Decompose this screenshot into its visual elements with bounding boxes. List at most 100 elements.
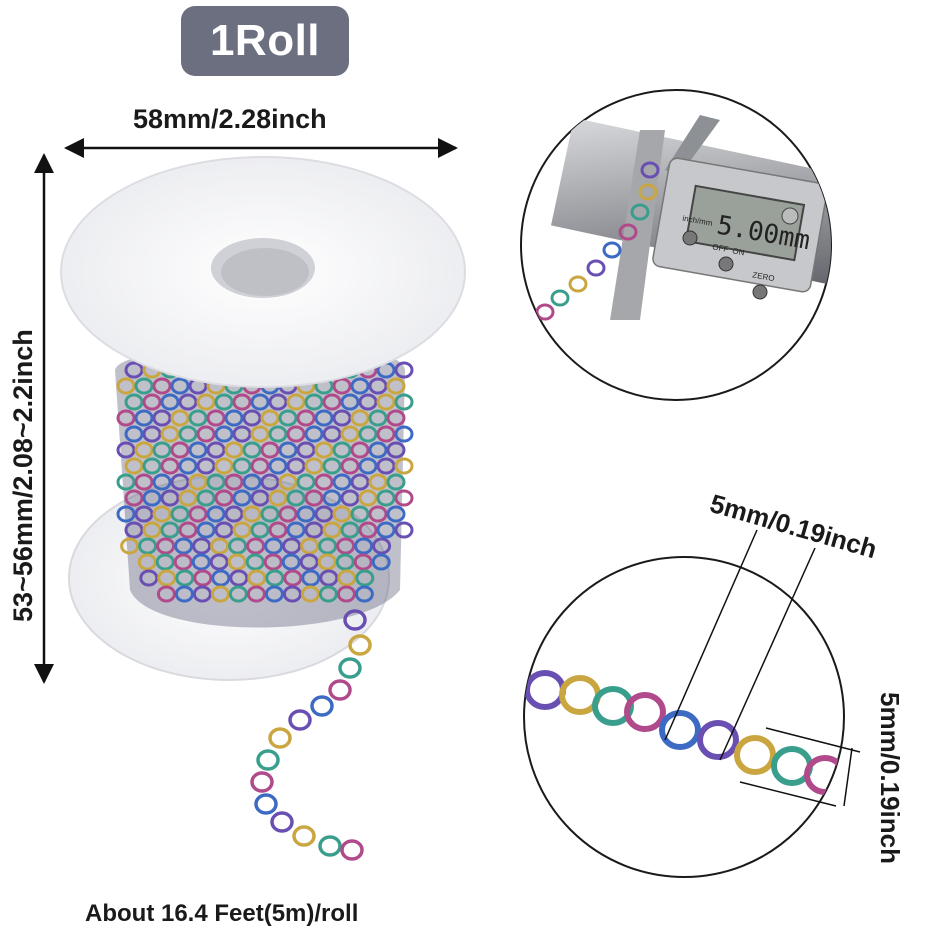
chain-link (173, 553, 193, 571)
caliper-illustration: 5.00mm inch/mm OFF ON ZERO (535, 115, 831, 321)
chain-link (192, 537, 212, 555)
chain-link (368, 505, 388, 523)
chain-link (332, 473, 352, 491)
chain-link (228, 585, 248, 603)
chain-link (256, 749, 280, 771)
chain-link (278, 473, 298, 491)
chain-link (229, 569, 249, 587)
chain-link (247, 569, 267, 587)
chain-link (376, 425, 396, 443)
chain-link (376, 489, 396, 507)
chain-link (206, 409, 226, 427)
caliper-btn-off: OFF (712, 242, 729, 254)
chain-link (260, 441, 280, 459)
chain-link (332, 505, 352, 523)
chain-link (170, 409, 190, 427)
chain-link (322, 425, 342, 443)
chain-link (336, 537, 356, 555)
chain-link (618, 223, 638, 241)
chain-link (304, 489, 324, 507)
chain-link (288, 709, 312, 731)
chain-link (358, 489, 378, 507)
chain-link (232, 521, 252, 539)
chain-link (160, 521, 180, 539)
chain-link (697, 720, 739, 760)
chain-link (376, 457, 396, 475)
chain-link (160, 489, 180, 507)
chain-link (124, 393, 144, 411)
chain-link (124, 361, 144, 379)
chain-link (156, 585, 176, 603)
chain-link (624, 692, 666, 732)
chain-link (152, 473, 172, 491)
chain-link (322, 489, 342, 507)
chain-link (124, 489, 144, 507)
chain-link (734, 735, 776, 775)
chain-link (336, 585, 356, 603)
chain-link (116, 441, 136, 459)
chain-link (292, 825, 316, 847)
chain-link (300, 585, 320, 603)
caliper-btn-on: ON (732, 246, 746, 257)
chain-link (368, 377, 388, 395)
chain-link (332, 409, 352, 427)
chain-link (175, 569, 195, 587)
chain-link (250, 393, 270, 411)
chain-link (224, 441, 244, 459)
chain-link (245, 553, 265, 571)
chain-link (224, 409, 244, 427)
chain-link (178, 393, 198, 411)
chain-link (358, 425, 378, 443)
chain-link (116, 473, 136, 491)
chain-link (322, 521, 342, 539)
chain-link (335, 553, 355, 571)
chain-link (227, 553, 247, 571)
chain-link (134, 473, 154, 491)
chain-link (340, 489, 360, 507)
chain-link (214, 457, 234, 475)
chain-link (152, 441, 172, 459)
chain-link (134, 409, 154, 427)
chain-link (142, 489, 162, 507)
chain-link (282, 585, 302, 603)
chain-link (250, 771, 274, 793)
roll-length-label: About 16.4 Feet(5m)/roll (85, 900, 359, 927)
chain-link (116, 409, 136, 427)
chain-link (178, 425, 198, 443)
chain-link (254, 793, 278, 815)
chain-link (550, 289, 570, 307)
chain-link (242, 409, 262, 427)
chain-link (214, 425, 234, 443)
chain-link (386, 441, 406, 459)
link-measure-line-4 (739, 781, 837, 807)
chain-link (206, 505, 226, 523)
spool-width-label: 58mm/2.28inch (133, 104, 327, 134)
chain-link (124, 457, 144, 475)
chain-link (283, 569, 303, 587)
chain-link (160, 457, 180, 475)
chain-link (350, 441, 370, 459)
chain-link (586, 259, 606, 277)
chain-link (286, 393, 306, 411)
chain-link (232, 457, 252, 475)
chain-link (210, 585, 230, 603)
chain-link (170, 377, 190, 395)
chain-link (286, 425, 306, 443)
chain-link (196, 489, 216, 507)
chain-link (270, 811, 294, 833)
chain-link (353, 553, 373, 571)
chain-link (214, 393, 234, 411)
chain-link (137, 553, 157, 571)
chain-link (340, 425, 360, 443)
chain-link (260, 409, 280, 427)
chain-link (350, 473, 370, 491)
chain-link (304, 393, 324, 411)
chain-link (350, 505, 370, 523)
chain-link (304, 521, 324, 539)
chain-link (568, 275, 588, 293)
chain-link (260, 505, 280, 523)
chain-link (142, 457, 162, 475)
chain-link (394, 457, 414, 475)
chain-link (286, 521, 306, 539)
